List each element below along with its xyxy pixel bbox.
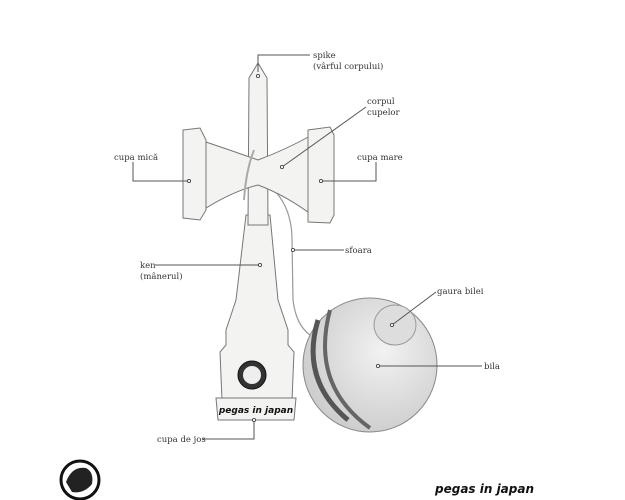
ball-hole-drawing	[373, 304, 417, 346]
label-string: sfoara	[345, 246, 372, 256]
big-cup-drawing	[307, 126, 335, 224]
label-ken: ken	[140, 261, 156, 271]
label-cups-body: corpul	[367, 97, 395, 107]
footer-wordmark: pegas in japan	[434, 482, 534, 496]
label-small-cup: cupa mică	[114, 152, 158, 163]
handle-brand-print: pegas in japan	[218, 406, 293, 416]
label-base-cup: cupa de jos	[157, 435, 206, 445]
label-spike-sub: (vârful corpului)	[313, 61, 383, 72]
label-spike: spike	[313, 51, 336, 61]
label-ball: bila	[484, 362, 500, 372]
label-ball-hole: gaura bilei	[437, 287, 484, 297]
spike-drawing	[247, 62, 269, 226]
ball-drawing	[302, 297, 438, 433]
label-ken-sub: (mânerul)	[140, 271, 183, 282]
pegasus-logo-icon	[59, 459, 101, 500]
base-cup-drawing	[215, 397, 297, 421]
label-cups-body-sub: cupelor	[367, 108, 401, 118]
label-big-cup: cupa mare	[357, 153, 403, 163]
small-cup-drawing	[182, 127, 207, 221]
